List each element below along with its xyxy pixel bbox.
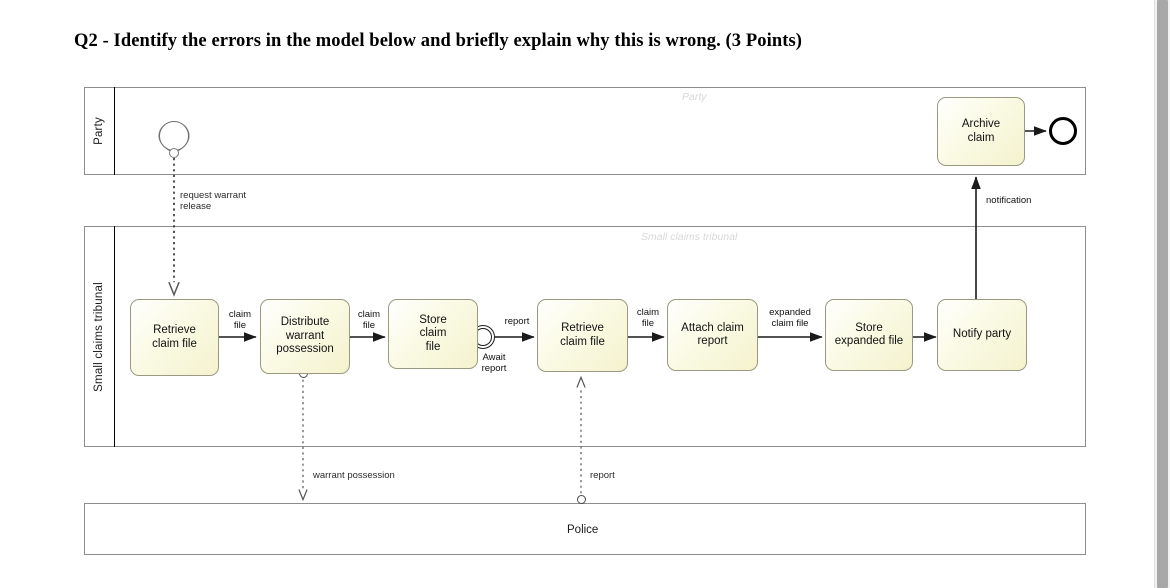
page-title: Q2 - Identify the errors in the model be… — [74, 31, 803, 51]
task-line-3: possession — [276, 343, 334, 356]
flow-label-line-2: file — [233, 320, 247, 331]
task-retrieve-claim-file-2[interactable]: Retrieve claim file — [537, 299, 628, 372]
flow-label-sf5: expanded claim file — [760, 307, 820, 329]
pool-tribunal-header: Small claims tribunal — [84, 226, 115, 447]
flow-label-line-1: expanded — [769, 307, 811, 318]
task-line-1: Attach claim — [681, 321, 744, 334]
flow-label-sf1: claim file — [223, 309, 257, 331]
flow-label-request-warrant-release: request warrant release — [180, 190, 246, 212]
task-attach-claim-report[interactable]: Attach claim report — [667, 299, 758, 371]
flow-label-line-2: file — [641, 318, 655, 329]
flow-label-sf2: claim file — [352, 309, 386, 331]
task-archive-claim-label: Archive claim — [962, 118, 1000, 145]
pool-tribunal-watermark: Small claims tribunal — [641, 231, 738, 243]
task-distribute-warrant-label: Distribute warrant possession — [276, 316, 334, 357]
flow-label-notification: notification — [986, 195, 1031, 206]
task-line-2: report — [697, 335, 728, 347]
message-flow-origin-police-report — [577, 495, 586, 504]
message-start-event[interactable] — [159, 121, 189, 151]
task-line-2: claim file — [560, 335, 605, 348]
task-attach-claim-report-label: Attach claim report — [681, 322, 744, 349]
flow-label-line-1: claim — [228, 309, 252, 320]
task-notify-party[interactable]: Notify party — [937, 299, 1027, 371]
task-archive-claim[interactable]: Archive claim — [937, 97, 1025, 166]
task-line-1: Store — [855, 321, 883, 334]
scrollbar-thumb[interactable] — [1157, 0, 1168, 588]
flow-label-line-1: request warrant — [180, 190, 247, 201]
end-event[interactable] — [1049, 117, 1077, 145]
task-store-expanded-file[interactable]: Store expanded file — [825, 299, 913, 371]
task-line-1: Retrieve — [153, 324, 196, 336]
event-label-line-2: report — [481, 363, 507, 374]
task-retrieve-claim-file-1-label: Retrieve claim file — [152, 324, 197, 351]
flow-label-sf3: report — [498, 316, 536, 327]
task-notify-party-label: Notify party — [952, 328, 1012, 341]
pool-tribunal — [84, 226, 1086, 447]
pool-party-watermark: Party — [682, 91, 707, 103]
pool-police — [84, 503, 1086, 555]
task-distribute-warrant-possession[interactable]: Distribute warrant possession — [260, 299, 350, 374]
task-line-2: warrant — [285, 329, 325, 342]
flow-label-report-from-police: report — [590, 470, 615, 481]
task-line-1: Store — [419, 313, 447, 326]
flow-label-line-2: claim file — [771, 318, 809, 329]
task-store-claim-file[interactable]: Store claim file — [388, 299, 478, 369]
flow-label-warrant-possession: warrant possession — [313, 470, 395, 481]
flow-label-line-1: warrant possession — [313, 470, 395, 481]
task-line-2: claim — [967, 131, 995, 144]
pool-party-label: Party — [93, 117, 105, 145]
pool-police-label: Police — [567, 524, 599, 536]
flow-label-line-1: claim — [357, 309, 381, 320]
flow-label-line-2: release — [180, 201, 212, 212]
flow-label-line-2: file — [362, 320, 376, 331]
flow-label-line-1: report — [590, 470, 615, 481]
task-line-2: claim file — [152, 337, 197, 350]
task-line-1: Archive — [961, 118, 1001, 130]
task-store-expanded-file-label: Store expanded file — [835, 322, 903, 349]
task-line-3: file — [425, 340, 441, 353]
task-store-claim-file-label: Store claim file — [419, 314, 447, 355]
pool-party — [84, 87, 1086, 175]
task-line-2: expanded file — [834, 335, 904, 347]
flow-label-line-1: notification — [986, 195, 1032, 206]
flow-label-sf4: claim file — [631, 307, 665, 329]
task-retrieve-claim-file-2-label: Retrieve claim file — [560, 322, 605, 349]
task-line-1: Retrieve — [561, 322, 604, 334]
start-event-tail-icon — [169, 148, 179, 158]
flow-label-line-1: report — [504, 316, 530, 327]
pool-tribunal-label: Small claims tribunal — [93, 281, 105, 392]
flow-label-line-1: claim — [636, 307, 660, 318]
event-label-line-1: Await — [482, 352, 506, 363]
task-retrieve-claim-file-1[interactable]: Retrieve claim file — [130, 299, 219, 376]
task-line-1: Distribute — [280, 316, 330, 329]
task-line-2: claim — [419, 327, 447, 340]
vertical-scrollbar[interactable] — [1154, 0, 1170, 588]
boundary-event-label-await-report: Await report — [466, 352, 522, 374]
pool-party-header: Party — [84, 87, 115, 175]
